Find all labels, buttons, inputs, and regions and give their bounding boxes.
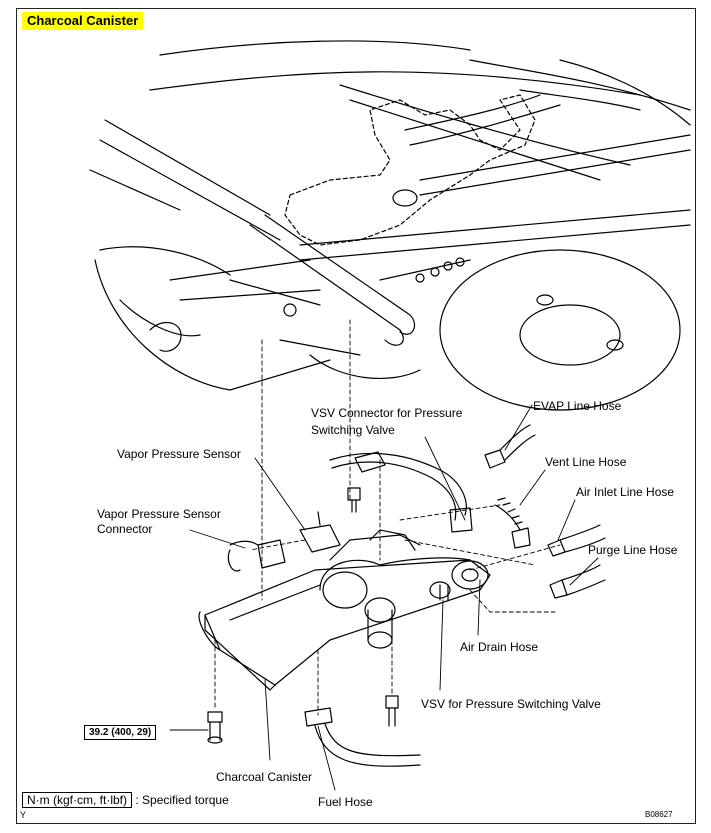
vent-line-hose-shape <box>494 497 531 549</box>
canister-location-outline <box>284 94 536 246</box>
label-vapor-sensor-connector-line1: Vapor Pressure Sensor <box>97 507 221 521</box>
leader-dash-lines <box>214 319 561 716</box>
purge-line-hose-shape <box>549 564 606 599</box>
vehicle-body-outline <box>89 40 691 411</box>
torque-legend-text: : Specified torque <box>135 793 229 807</box>
label-vapor-sensor-connector-line2: Connector <box>97 522 153 536</box>
torque-units-box: N·m (kgf·cm, ft·lbf) <box>22 792 132 808</box>
label-evap-line-hose: EVAP Line Hose <box>533 399 622 413</box>
bolt-shapes <box>207 487 449 744</box>
evap-line-hose-shape <box>484 424 536 469</box>
label-air-drain-hose: Air Drain Hose <box>460 640 539 654</box>
title-badge: Charcoal Canister <box>22 12 144 30</box>
torque-legend: N·m (kgf·cm, ft·lbf) : Specified torque <box>22 792 229 808</box>
vapor-pressure-sensor-parts <box>227 511 341 572</box>
label-vsv-connector-line1: VSV Connector for Pressure <box>311 406 463 420</box>
label-vapor-pressure-sensor: Vapor Pressure Sensor <box>117 447 241 461</box>
label-vsv-pressure-switching-valve: VSV for Pressure Switching Valve <box>421 697 601 711</box>
torque-spec-box: 39.2 (400, 29) <box>84 725 157 740</box>
figure-id: B08627 <box>645 810 673 819</box>
label-charcoal-canister: Charcoal Canister <box>216 770 313 784</box>
corner-mark: Y <box>20 810 27 820</box>
label-purge-line-hose: Purge Line Hose <box>588 543 678 557</box>
label-vsv-connector-line2: Switching Valve <box>311 423 395 437</box>
label-air-inlet-line-hose: Air Inlet Line Hose <box>576 485 675 499</box>
charcoal-canister-shape <box>198 529 491 691</box>
vsv-connector-harness <box>329 451 473 533</box>
air-inlet-hose-shape <box>547 524 606 557</box>
fuel-hose-shape <box>304 707 421 767</box>
leader-lines <box>169 404 599 791</box>
figure-frame <box>16 8 696 824</box>
label-fuel-hose: Fuel Hose <box>318 795 373 809</box>
label-vent-line-hose: Vent Line Hose <box>545 455 627 469</box>
